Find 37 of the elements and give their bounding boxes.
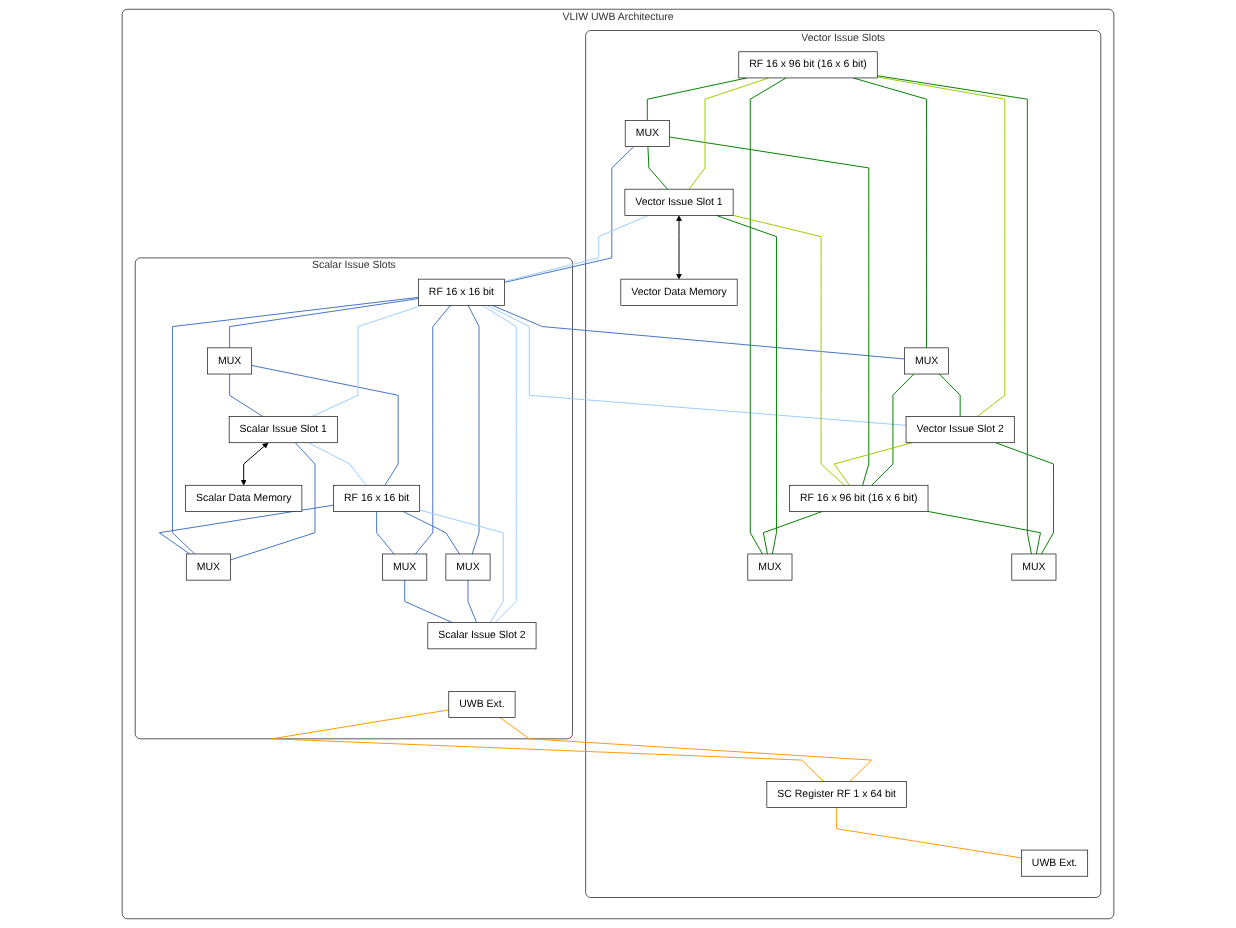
connector [499,717,873,782]
connector [251,364,399,486]
connector [762,510,823,555]
connector [467,304,480,555]
connector [732,214,845,486]
connector [467,579,478,624]
connector [504,214,649,282]
connector [927,510,1041,555]
connector [491,304,905,360]
connector [833,442,913,486]
connector [938,373,961,418]
connector [852,77,928,349]
connector [404,579,453,624]
connector [836,807,1022,859]
connector [647,146,669,190]
connector [876,76,1006,418]
connector [402,510,461,555]
connector [486,304,907,426]
connector [749,77,787,555]
connector [995,442,1054,555]
connector [668,136,870,486]
connector [715,214,777,555]
connector [229,298,419,349]
connector [311,304,423,418]
connector [481,304,517,624]
connector [419,509,504,624]
connector [158,504,335,555]
connector [271,709,824,782]
connector [414,304,451,555]
connector [646,77,748,121]
connector [876,75,1032,555]
connector [871,373,915,486]
connector [376,510,395,555]
connector [504,146,635,283]
connector [688,77,770,190]
connector [308,442,367,486]
connector [229,373,264,418]
